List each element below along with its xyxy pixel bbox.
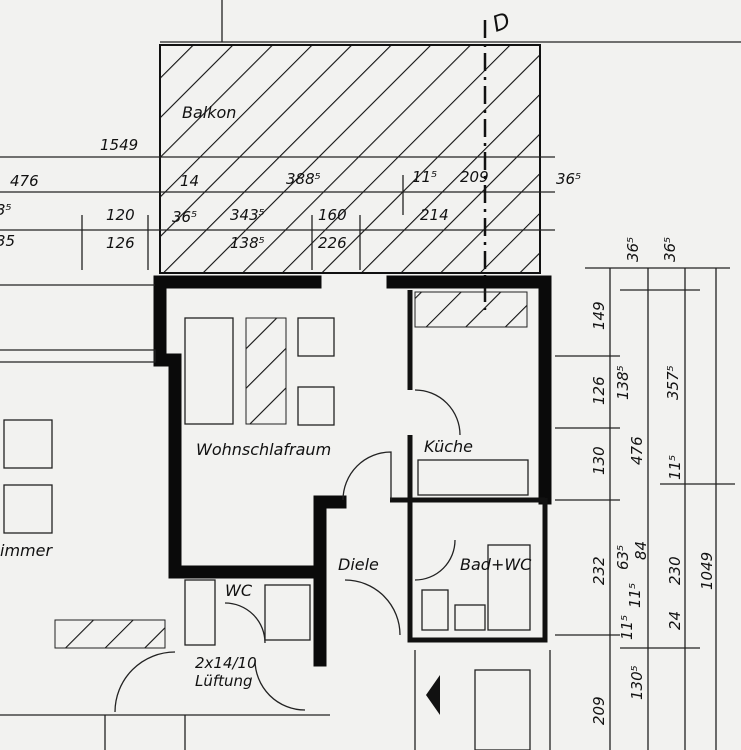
dim-label: 209 (460, 168, 489, 186)
dim-label: 209 (590, 696, 608, 725)
dim-label: 130⁵ (628, 665, 646, 700)
dim-label: 232 (590, 556, 608, 585)
room-label-balkon: Balkon (182, 103, 236, 122)
dimension-labels-top: 1549 476 388⁵ 11⁵ 209 36⁵ 14 3⁵ 35 120 1… (0, 136, 581, 252)
dim-label: 126 (106, 234, 135, 252)
dim-label: 149 (590, 301, 608, 330)
room-label-diele: Diele (338, 555, 379, 574)
balcony (159, 0, 741, 274)
dim-label: 36⁵ (172, 208, 197, 226)
walls (0, 275, 552, 667)
dim-label: 476 (10, 172, 39, 190)
dim-label: 36⁵ (556, 170, 581, 188)
dim-label: 36⁵ (624, 237, 642, 262)
dim-label: 230 (666, 556, 684, 585)
room-label-wc: WC (225, 581, 253, 600)
ventilation-label: Lüftung (195, 672, 253, 690)
dim-label: 226 (318, 234, 347, 252)
dim-label: 388⁵ (286, 170, 321, 188)
dim-label: 63⁵ (614, 545, 632, 570)
dim-label: 11⁵ (626, 583, 644, 608)
dim-label: 11⁵ (666, 455, 684, 480)
dim-label: 160 (318, 206, 347, 224)
dim-label: 1549 (100, 136, 138, 154)
dimension-labels-right: 36⁵ 36⁵ 149 126 138⁵ 357⁵ 476 130 11⁵ 23… (590, 237, 716, 725)
dim-label: 11⁵ (412, 168, 437, 186)
ventilation-size: 2x14/10 (195, 654, 257, 672)
dim-label: 126 (590, 376, 608, 405)
room-label-bad: Bad+WC (460, 555, 532, 574)
dim-label: 138⁵ (230, 234, 265, 252)
room-label-kueche: Küche (424, 437, 473, 456)
room-label-wohnschlafraum: Wohnschlafraum (196, 440, 331, 459)
fixtures (0, 291, 551, 750)
dim-label: 84 (632, 541, 650, 560)
dim-label: 14 (180, 172, 199, 190)
dim-label: 11⁵ (618, 615, 636, 640)
dim-label: 130 (590, 446, 608, 475)
dimension-lines-right (555, 267, 735, 750)
dim-label: 357⁵ (664, 365, 682, 400)
dim-label: 1049 (698, 552, 716, 590)
dim-label: 35 (0, 232, 15, 250)
dim-label: 24 (666, 611, 684, 630)
dim-label: 120 (106, 206, 135, 224)
dim-label: 343⁵ (230, 206, 265, 224)
dim-label: 36⁵ (661, 237, 679, 262)
room-label-zimmer: immer (0, 541, 53, 560)
dim-label: 214 (420, 206, 449, 224)
dim-label: 138⁵ (614, 365, 632, 400)
dim-label: 3⁵ (0, 201, 12, 219)
dimension-lines-top (0, 156, 555, 270)
dim-label: 476 (628, 436, 646, 465)
